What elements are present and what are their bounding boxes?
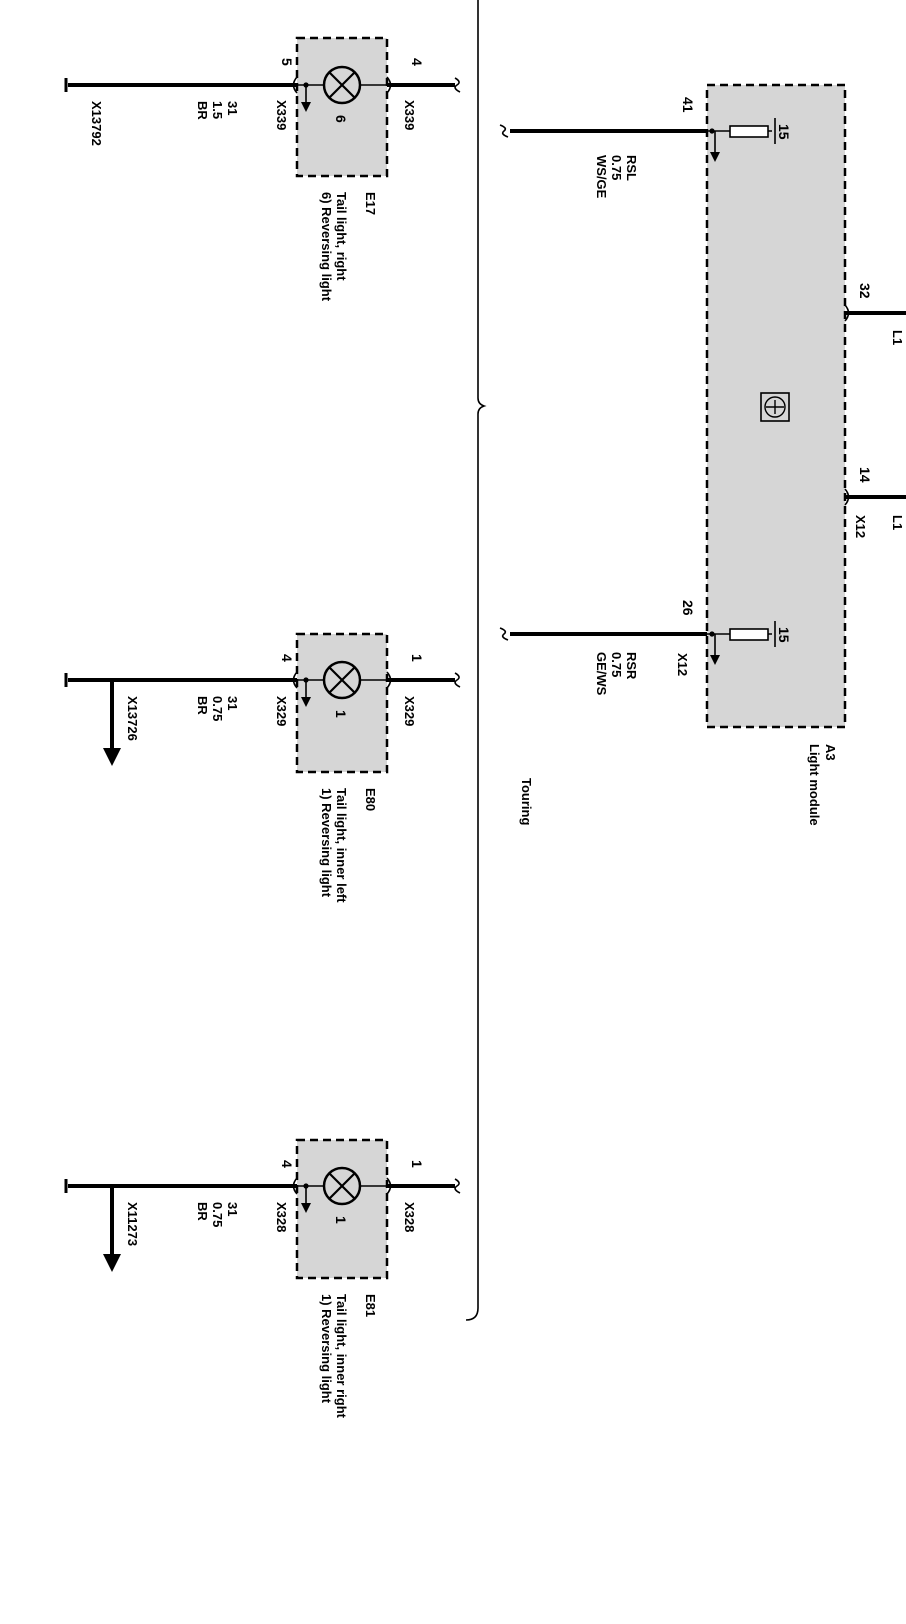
wire-size: 0.75 xyxy=(210,696,225,721)
lamp-id: E80 xyxy=(363,788,378,811)
wire-code: 31 xyxy=(225,1202,240,1216)
pin-in-label: 1 xyxy=(409,654,425,662)
wire-break-icon xyxy=(499,124,509,138)
pin-32-label: 32 xyxy=(857,283,873,299)
pin-14-label: 14 xyxy=(857,467,873,483)
lamp-e81 xyxy=(64,1138,461,1280)
pin-41-label: 41 xyxy=(680,97,696,113)
wire-code: 31 xyxy=(225,101,240,115)
resistor-pin-label: 15 xyxy=(776,124,792,140)
lamp-box xyxy=(295,632,389,774)
lamp-box xyxy=(295,1138,389,1280)
bulb-no-label: 1 xyxy=(333,710,349,718)
pin-26-label: 26 xyxy=(680,600,696,616)
conn-in-label: X339 xyxy=(402,100,417,130)
wire-color: BR xyxy=(195,696,210,715)
resistor-icon-right xyxy=(707,621,776,665)
lamp-e80 xyxy=(64,632,461,774)
pin-out-label: 4 xyxy=(279,654,295,662)
wire-name: RSL xyxy=(624,155,639,181)
pin-in-label: 4 xyxy=(409,58,425,66)
wire-break-icon xyxy=(499,627,509,641)
wire-code: 31 xyxy=(225,696,240,710)
conn-out-label: X329 xyxy=(274,696,289,726)
wire-size: 0.75 xyxy=(210,1202,225,1227)
pin-in-label: 1 xyxy=(409,1160,425,1168)
lamp-function: 1) Reversing light xyxy=(319,1294,334,1404)
pin-out-label: 5 xyxy=(279,58,295,66)
module-connector-label: X12 xyxy=(853,515,868,538)
conn-out-label: X339 xyxy=(274,100,289,130)
module-name: Light module xyxy=(807,744,822,826)
wire-color: GE/WS xyxy=(594,652,609,696)
ground-label: X11273 xyxy=(125,1202,140,1246)
resistor-pin-label: 15 xyxy=(776,627,792,643)
module-connector-label: X12 xyxy=(675,653,690,676)
wire-color: WS/GE xyxy=(594,155,609,199)
resistor-icon-left xyxy=(707,118,776,162)
conn-in-label: X329 xyxy=(402,696,417,726)
lamp-function: 6) Reversing light xyxy=(319,192,334,302)
lamp-function: 1) Reversing light xyxy=(319,788,334,898)
cut-label: L1 xyxy=(890,515,905,530)
touring-brace xyxy=(465,0,487,1321)
wire-color: BR xyxy=(195,1202,210,1221)
ground-label: X13792 xyxy=(89,101,104,146)
conn-in-label: X328 xyxy=(402,1202,417,1232)
lamp-id: E17 xyxy=(363,192,378,215)
lamp-id: E81 xyxy=(363,1294,378,1317)
wire-size: 0.75 xyxy=(609,155,624,180)
lamp-box xyxy=(295,36,389,178)
ground-label: X13726 xyxy=(125,696,140,741)
wire-color: BR xyxy=(195,101,210,120)
bulb-no-label: 1 xyxy=(333,1216,349,1224)
light-module-box xyxy=(705,83,847,729)
wire-size: 0.75 xyxy=(609,652,624,677)
bulb-no-label: 6 xyxy=(333,115,349,123)
lamp-name: Tail light, inner left xyxy=(334,788,349,903)
wire-name: RSR xyxy=(624,652,639,680)
variant-note: Touring xyxy=(519,778,534,825)
module-id: A3 xyxy=(823,744,838,761)
pin-out-label: 4 xyxy=(279,1160,295,1168)
lamp-name: Tail light, inner right xyxy=(334,1294,349,1419)
light-module-a3 xyxy=(705,83,906,729)
wire-size: 1.5 xyxy=(210,101,225,119)
lamp-e17 xyxy=(64,36,461,178)
cut-label: L1 xyxy=(890,330,905,345)
conn-out-label: X328 xyxy=(274,1202,289,1232)
lamp-name: Tail light, right xyxy=(334,192,349,281)
transistor-icon xyxy=(760,392,790,422)
